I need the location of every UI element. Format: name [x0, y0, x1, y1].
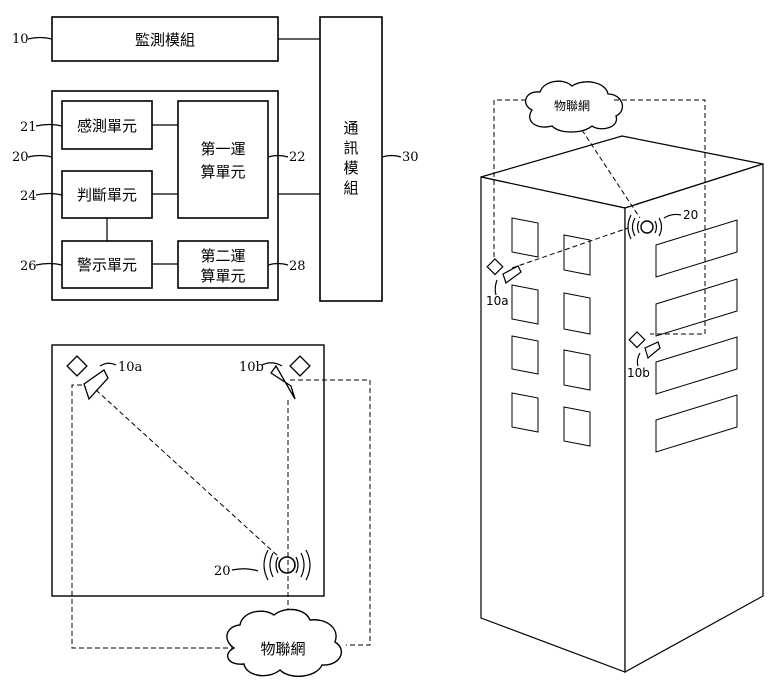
first-compute-unit-line1: 第一運 — [200, 140, 245, 158]
leader-10b — [261, 362, 283, 367]
leader-building-10a — [494, 279, 498, 296]
judging-unit-label: 判斷單元 — [77, 186, 137, 204]
link-10a-sensor-b — [511, 227, 629, 269]
second-compute-unit-line2: 算單元 — [200, 267, 245, 285]
building-cloud-icon — [524, 80, 624, 133]
first-compute-unit-box — [177, 100, 269, 219]
link-cloud-10b — [614, 99, 706, 335]
camera-10b-icon — [270, 355, 311, 400]
leader-21 — [35, 123, 63, 127]
building-sensor-label: 20 — [683, 208, 698, 222]
leader-10a — [99, 362, 117, 367]
leader-26 — [35, 262, 63, 266]
comm-char-4: 組 — [343, 179, 358, 197]
second-compute-unit-line1: 第二運 — [200, 247, 245, 265]
monitoring-module-label: 監測模組 — [135, 31, 195, 49]
leader-building-10b — [636, 352, 641, 367]
building-sensor-20-icon — [627, 214, 663, 240]
comm-char-3: 模 — [343, 159, 358, 177]
cloud-label: 物聯網 — [260, 640, 305, 658]
monitoring-module-box — [51, 16, 279, 62]
communication-module-box — [319, 16, 383, 302]
building-camera-10b-icon — [628, 331, 661, 360]
link-10a-sensor — [95, 389, 280, 558]
building-camera-10a-label: 10a — [486, 294, 509, 308]
leader-building-20 — [663, 213, 682, 219]
ref-22: 22 — [289, 150, 306, 165]
building-camera-10a-icon — [486, 258, 522, 284]
ref-24: 24 — [20, 189, 37, 204]
link-cloud-10a — [493, 99, 526, 262]
camera-10a-label: 10a — [118, 360, 143, 375]
leader-sensor-20 — [231, 568, 259, 572]
leader-10 — [27, 36, 53, 40]
ref-26: 26 — [20, 259, 37, 274]
warning-unit-label: 警示單元 — [77, 256, 137, 274]
sensing-unit-label: 感測單元 — [77, 117, 137, 135]
leader-20 — [27, 154, 53, 158]
block-diagram: 監測模組 10 20 感測單元 21 第一運 算單元 22 判斷單元 24 警示… — [12, 16, 419, 302]
camera-10a-icon — [66, 355, 109, 401]
comm-char-1: 通 — [343, 119, 358, 137]
left-windows — [511, 217, 591, 447]
comm-char-2: 訊 — [343, 139, 358, 157]
ref-30: 30 — [402, 150, 419, 165]
leader-28 — [267, 262, 289, 266]
ref-20: 20 — [12, 150, 29, 165]
building-illustration: 物聯網 20 10a 10b — [480, 80, 764, 674]
floor-plan: 10a 10b 20 物聯網 — [51, 344, 371, 677]
sensing-unit-box — [61, 100, 153, 150]
ref-28: 28 — [289, 259, 306, 274]
ref-10: 10 — [12, 32, 29, 47]
building-cloud-label: 物聯網 — [554, 99, 590, 113]
cloud-icon — [226, 608, 343, 677]
first-compute-unit-line2: 算單元 — [200, 163, 245, 181]
ref-21: 21 — [20, 120, 37, 135]
right-windows — [655, 219, 738, 453]
camera-10b-label: 10b — [239, 360, 264, 375]
building-left-face — [480, 176, 626, 673]
leader-22 — [267, 154, 289, 158]
sensor-20-label: 20 — [214, 564, 231, 579]
leader-24 — [35, 192, 63, 196]
sensor-20-icon — [263, 549, 311, 581]
building-camera-10b-label: 10b — [627, 366, 650, 380]
link-10b-cloud — [290, 379, 371, 646]
leader-30 — [381, 154, 402, 158]
link-cloud-sensor — [581, 129, 641, 219]
link-10a-cloud — [71, 384, 232, 649]
